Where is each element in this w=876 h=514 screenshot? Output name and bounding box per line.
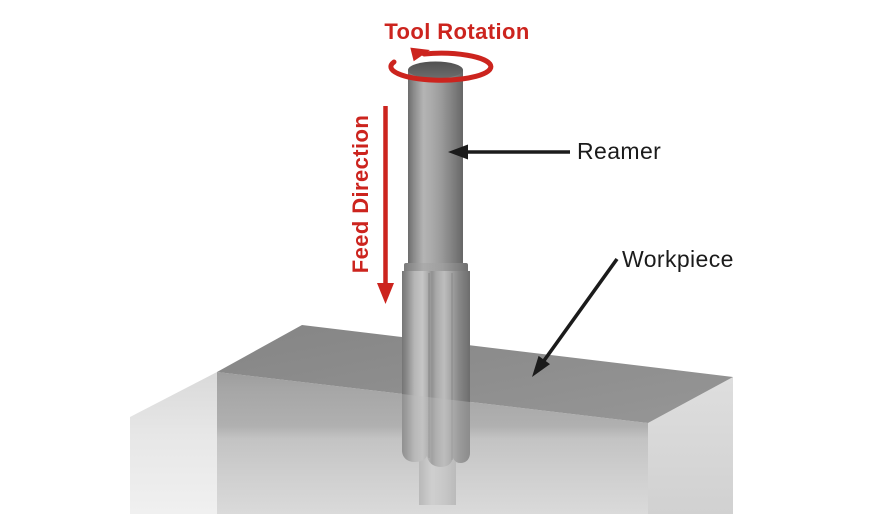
reamer-flutes bbox=[402, 271, 470, 467]
feed-direction-label: Feed Direction bbox=[348, 115, 373, 273]
tool-rotation-annotation: Tool Rotation bbox=[384, 19, 529, 83]
feed-direction-annotation: Feed Direction bbox=[348, 106, 394, 304]
rotation-arrowhead-icon bbox=[410, 47, 430, 62]
workpiece-top-face bbox=[217, 325, 733, 423]
workpiece-label: Workpiece bbox=[622, 246, 734, 272]
reamer-shank-top bbox=[408, 61, 463, 79]
workpiece-arrow-line bbox=[541, 257, 619, 364]
tool-inside-block-overlay bbox=[402, 394, 470, 505]
workpiece-arrowhead-icon bbox=[532, 355, 550, 377]
feed-arrowhead-icon bbox=[377, 283, 394, 304]
workpiece-annotation: Workpiece bbox=[532, 246, 734, 377]
reamer-shank bbox=[408, 70, 463, 266]
workpiece-right-face bbox=[648, 377, 733, 514]
rotation-arrow-icon bbox=[388, 50, 494, 83]
reamer-tool bbox=[402, 61, 470, 505]
reamer-label: Reamer bbox=[577, 138, 661, 164]
workpiece-left-face bbox=[130, 372, 217, 514]
tool-rotation-label: Tool Rotation bbox=[384, 19, 529, 44]
reamer-annotation: Reamer bbox=[448, 138, 661, 164]
reamer-arrowhead-icon bbox=[448, 144, 468, 160]
